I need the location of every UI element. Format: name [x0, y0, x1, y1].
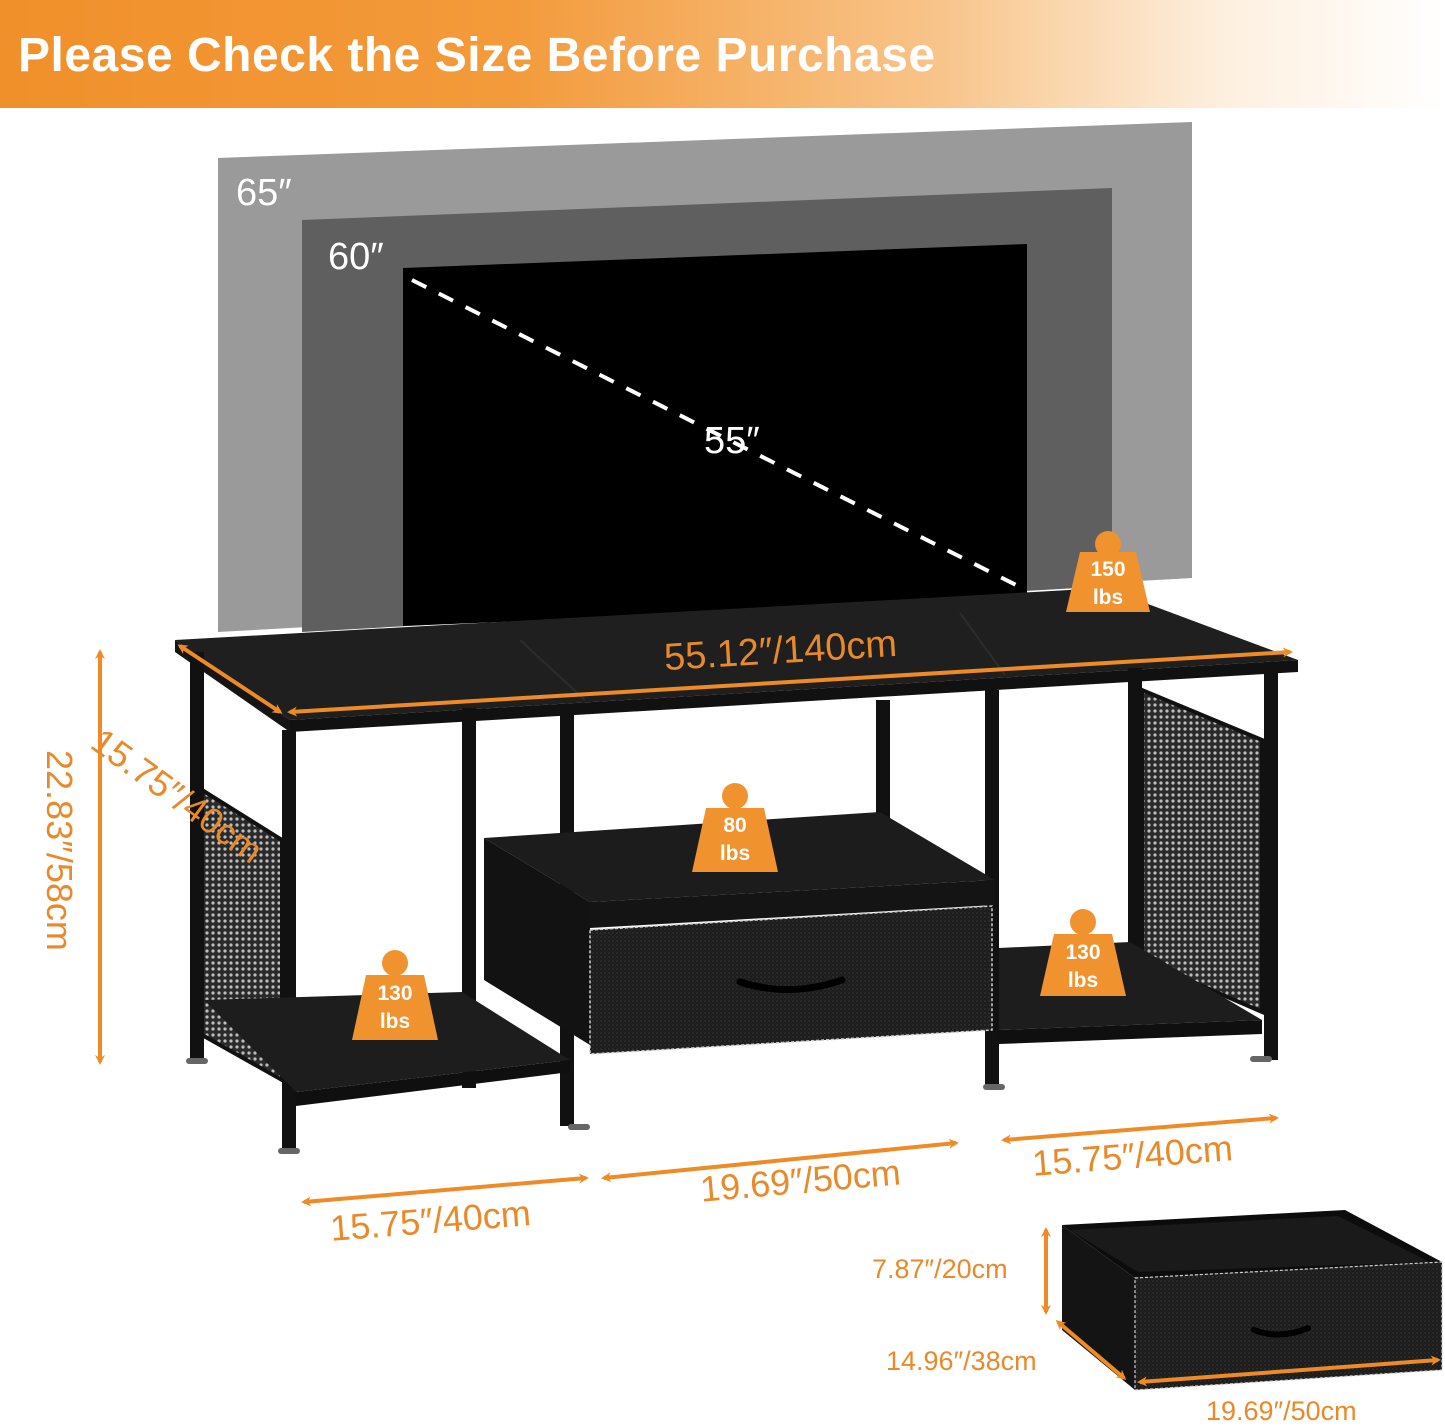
badge-right [1040, 909, 1126, 996]
weight-right-shelf: 130 lbs [1065, 941, 1101, 992]
tv-65-label: 65″ [236, 172, 292, 214]
weight-left-shelf: 130 lbs [377, 982, 413, 1033]
weight-top: 150 lbs [1090, 558, 1126, 609]
dim-drawer-width: 19.69″/50cm [1206, 1396, 1357, 1426]
weight-middle-shelf: 80 lbs [719, 814, 751, 865]
badge-top [1066, 531, 1150, 612]
dim-drawer-height: 7.87″/20cm [872, 1254, 1008, 1284]
dim-drawer-depth: 14.96″/38cm [886, 1346, 1037, 1376]
badge-middle [692, 783, 778, 872]
tv-55-screen [403, 244, 1027, 626]
drawer-front [589, 905, 993, 1055]
banner-title: Please Check the Size Before Purchase [18, 29, 936, 82]
tv-60-label: 60″ [328, 236, 384, 278]
dim-height: 22.83″/58cm [39, 750, 80, 951]
tv-55-label: 55″ [704, 420, 760, 462]
weight-badges [352, 531, 1150, 1040]
badge-left [352, 950, 438, 1040]
header-banner: Please Check the Size Before Purchase [0, 0, 1445, 108]
